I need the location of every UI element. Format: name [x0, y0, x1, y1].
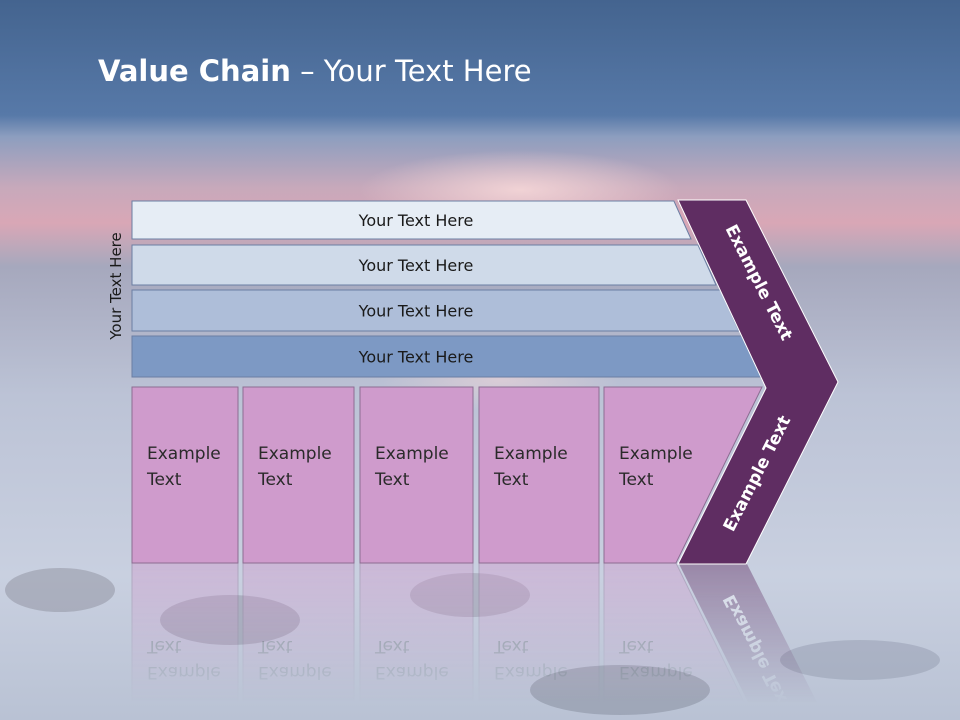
- box-shape: [242, 562, 355, 720]
- box-text-line2: Text: [257, 470, 293, 490]
- row-label: Your Text Here: [358, 211, 474, 230]
- title-bold-text: Value Chain: [98, 54, 291, 88]
- box-text-line1: Example: [494, 662, 568, 682]
- box-text-line2: Text: [146, 636, 182, 656]
- row-bar: [131, 200, 692, 240]
- box-shape: [131, 386, 239, 564]
- box-text-line2: Text: [618, 636, 654, 656]
- box-text-line1: Example: [494, 444, 568, 464]
- box-text-line2: Text: [257, 636, 293, 656]
- box-1: Example Text: [131, 562, 239, 720]
- row-label: Your Text Here: [358, 348, 474, 367]
- box-shape: [242, 386, 355, 564]
- row-1: Your Text Here: [131, 200, 692, 240]
- row-4: Your Text Here: [131, 335, 764, 378]
- slide-title: Value Chain – Your Text Here: [98, 54, 532, 88]
- box-shape: [359, 386, 474, 564]
- title-rest-text: – Your Text Here: [290, 54, 532, 88]
- box-text-line1: Example: [258, 444, 332, 464]
- reflection: ExampleTextExampleTextExampleTextExample…: [131, 562, 826, 720]
- boxes-group: ExampleTextExampleTextExampleTextExample…: [131, 386, 763, 564]
- box-text-line1: Example: [375, 444, 449, 464]
- box-text-line2: Text: [374, 636, 410, 656]
- box-text-line1: Example: [619, 444, 693, 464]
- row-bar: [131, 244, 717, 286]
- box-4: Example Text: [478, 562, 600, 720]
- box-shape: [478, 386, 600, 564]
- chevron-shape: [677, 199, 839, 565]
- box-text-line1: Example: [375, 662, 449, 682]
- box-2: Example Text: [242, 562, 355, 720]
- box-shape: [359, 562, 474, 720]
- box-text-line2: Text: [493, 636, 529, 656]
- box-text-line2: Text: [618, 470, 654, 490]
- row-3: Your Text Here: [131, 289, 740, 332]
- row-label: Your Text Here: [358, 302, 474, 321]
- box-5: Example Text: [603, 562, 754, 720]
- box-text-line1: Example: [147, 662, 221, 682]
- row-2: Your Text Here: [131, 244, 717, 286]
- row-label: Your Text Here: [358, 256, 474, 275]
- box-3: Example Text: [359, 562, 474, 720]
- box-text-line1: Example: [619, 662, 693, 682]
- box-text-line2: Text: [493, 470, 529, 490]
- chevron-reflection-shape: [678, 562, 826, 720]
- box-text-line1: Example: [258, 662, 332, 682]
- box-text-line1: Example: [147, 444, 221, 464]
- box-shape: [603, 386, 763, 564]
- box-text-line2: Text: [146, 470, 182, 490]
- box-text-line2: Text: [374, 470, 410, 490]
